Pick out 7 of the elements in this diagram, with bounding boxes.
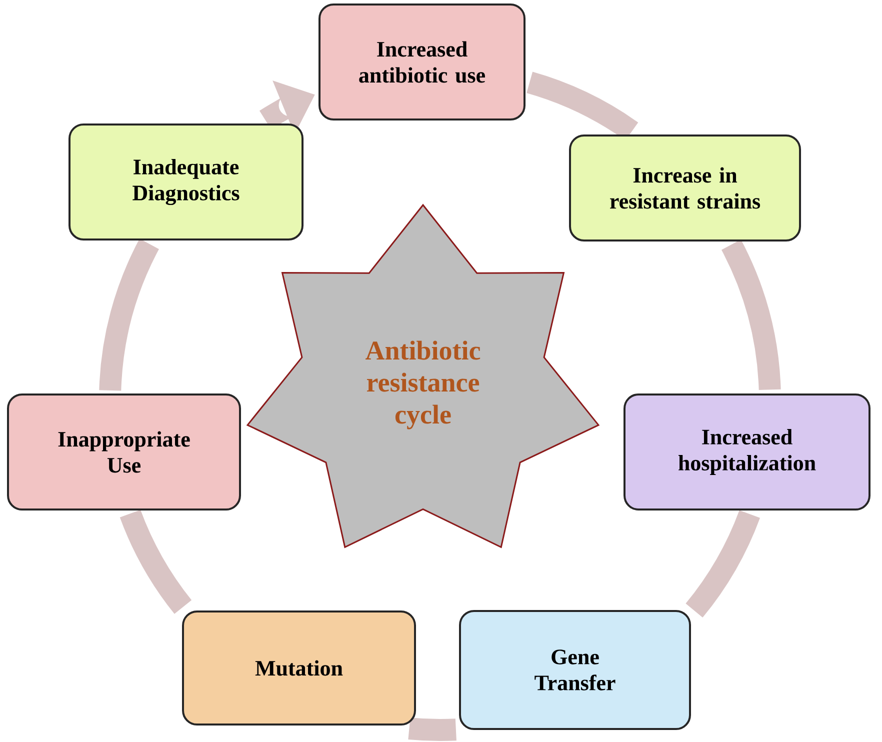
process-box: Increased antibiotic use [318,4,526,120]
process-box: Inappropriate Use [7,394,241,510]
process-box: Increased hospitalization [624,394,870,510]
process-box: Gene Transfer [459,610,691,730]
process-box: Mutation [182,610,416,726]
process-box: Inadequate Diagnostics [68,124,304,240]
process-box: Increase in resistant strains [569,134,801,242]
